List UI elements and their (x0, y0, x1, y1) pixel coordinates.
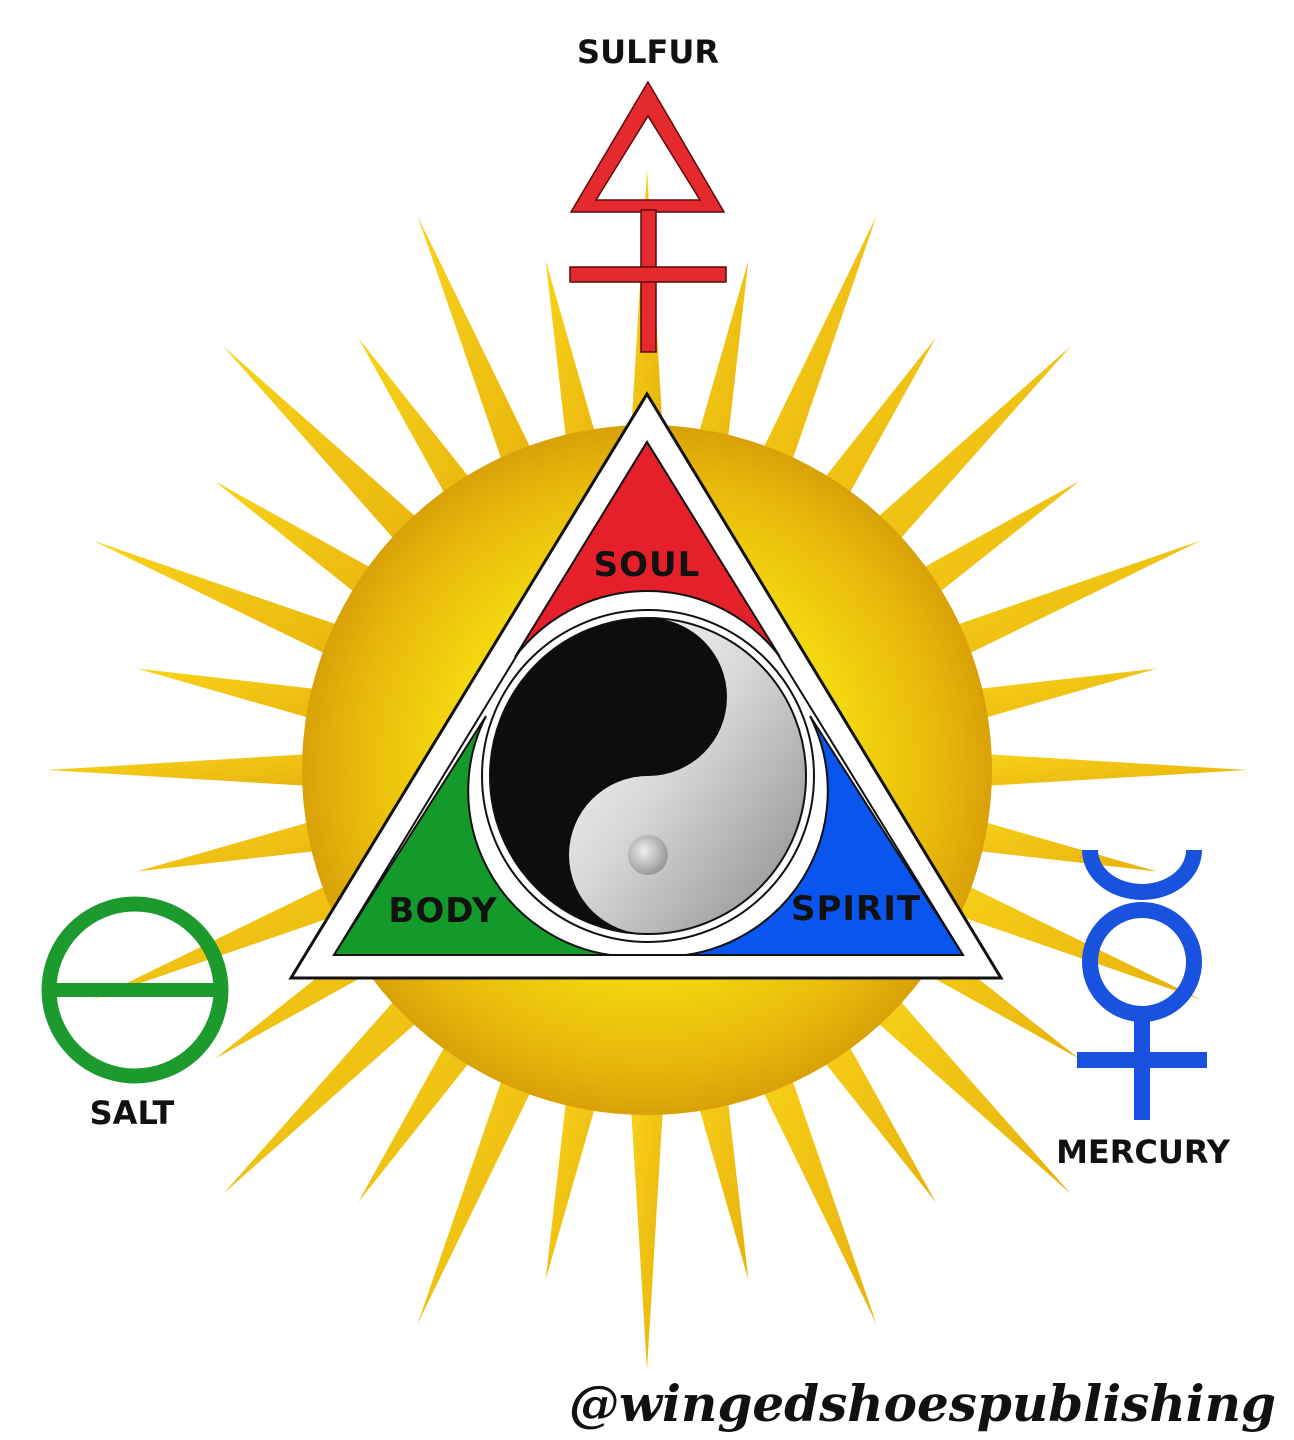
sulfur-crossbar (569, 266, 727, 283)
yin-yang-outline (489, 617, 807, 935)
sun-ray (687, 1060, 749, 1281)
sun-ray (916, 867, 1202, 1000)
sun-ray (545, 1060, 607, 1281)
sun-ray (222, 968, 449, 1195)
salt-bar (52, 983, 218, 997)
watermark: @wingedshoespublishing (569, 1374, 1276, 1433)
mercury-horns (1082, 849, 1202, 900)
soul-label: SOUL (594, 545, 701, 585)
sun-ray (937, 668, 1158, 730)
salt-circle (41, 896, 229, 1084)
salt-label: SALT (90, 1094, 175, 1132)
sun-ray (417, 1039, 550, 1325)
sun-ray (136, 668, 357, 730)
mercury-crossbar (1077, 1052, 1207, 1068)
sun-ray (222, 345, 449, 572)
sun-ray (845, 968, 1072, 1195)
soul-segment (514, 440, 781, 658)
sulfur-label: SULFUR (577, 33, 719, 71)
sun-ray (916, 540, 1202, 673)
sun-ray (744, 215, 877, 501)
sun-ray (937, 810, 1158, 872)
sun-ray (946, 751, 1247, 789)
sun-ray (744, 1039, 877, 1325)
spirit-label: SPIRIT (791, 889, 921, 929)
sun-ray (545, 259, 607, 480)
sun-ray (628, 1069, 666, 1370)
sun-ray (47, 751, 348, 789)
sun-ray (92, 540, 378, 673)
mercury-label: MERCURY (1056, 1133, 1231, 1171)
sun-ray (845, 345, 1072, 572)
triangle-inner-border (332, 440, 965, 956)
sun-ray (417, 215, 550, 501)
sun-ray (687, 259, 749, 480)
sun-ray (136, 810, 357, 872)
body-segment (332, 715, 611, 956)
mercury-symbol-icon (1077, 849, 1207, 1120)
yin-yang-icon (489, 617, 807, 935)
salt-symbol-icon (41, 896, 229, 1084)
body-label: BODY (388, 891, 497, 931)
sulfur-symbol-icon (569, 80, 727, 353)
yin-yang-light-dot (628, 835, 668, 875)
yin-yang-dark-dot (628, 680, 668, 720)
spirit-segment (685, 715, 965, 956)
sun-ray (92, 867, 378, 1000)
